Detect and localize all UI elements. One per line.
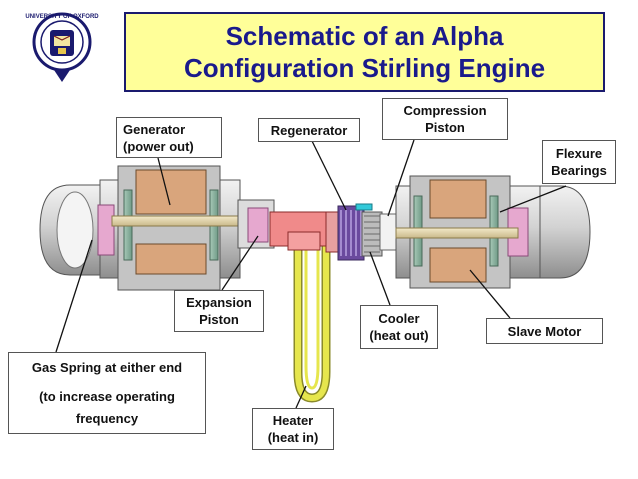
label-compression-line-2: Piston: [425, 120, 465, 135]
heater-tube-outer: [293, 246, 331, 403]
gas-spring-leader: [55, 239, 93, 353]
heater-tube-inner: [295, 246, 329, 402]
label-expansion-line-2: Piston: [199, 312, 239, 327]
label-gas-spring-line-3: frequency: [75, 410, 139, 426]
label-heater-line-2: (heat in): [267, 430, 319, 445]
cooler-water-port: [355, 203, 373, 211]
compression-piston-leader: [387, 139, 415, 217]
title-box: Schematic of an Alpha Configuration Stir…: [124, 12, 605, 92]
university-crest: UNIVERSITY OF OXFORD: [25, 12, 99, 82]
label-gas-spring: Gas Spring at either end (to increase op…: [8, 352, 206, 434]
leader-lines: [55, 139, 567, 409]
expansion-piston: [247, 207, 269, 243]
flexure-bearings-leader: [499, 185, 567, 213]
right-engine-unit: [395, 175, 591, 289]
regenerator-leader: [311, 140, 347, 211]
label-flexure-line-2: Bearings: [551, 163, 607, 178]
label-slave-motor-line-1: Slave Motor: [507, 323, 582, 339]
label-flexure-bearings: Flexure Bearings: [542, 140, 616, 184]
expansion-piston-leader: [221, 235, 259, 291]
label-generator-line-1: Generator: [123, 121, 186, 137]
slave-motor-magnet-top: [429, 179, 487, 219]
title-line-2: Configuration Stirling Engine: [183, 53, 546, 83]
label-gas-spring-line-2: (to increase operating: [39, 389, 175, 405]
cooler-fins: [364, 215, 380, 253]
label-cooler: Cooler (heat out): [360, 305, 438, 349]
generator-magnet-top: [135, 169, 207, 215]
regenerator-mesh: [340, 210, 362, 256]
heater-tube-2: [304, 246, 320, 390]
right-piston-rod: [395, 227, 519, 239]
label-gas-spring-line-1: Gas Spring at either end: [31, 360, 183, 376]
hot-head-cap: [287, 231, 321, 251]
heater-leader: [295, 385, 307, 409]
regenerator-cooler-section: [325, 203, 399, 261]
compression-piston: [379, 213, 399, 251]
left-gas-spring-piston: [97, 204, 115, 256]
label-cooler-line-2: (heat out): [369, 328, 429, 343]
label-expansion-line-1: Expansion: [186, 295, 252, 310]
generator-magnet-bottom: [135, 243, 207, 275]
slave-motor-magnet-bottom: [429, 247, 487, 283]
slave-motor-leader: [469, 269, 511, 319]
label-regenerator-line-1: Regenerator: [270, 122, 348, 138]
right-gas-spring-dome: [539, 185, 591, 279]
label-generator: Generator (power out): [116, 117, 222, 158]
generator-leader: [157, 157, 171, 206]
label-slave-motor: Slave Motor: [486, 318, 603, 344]
left-engine-unit: [39, 165, 275, 291]
label-compression-line-1: Compression: [403, 103, 487, 118]
label-expansion-piston: Expansion Piston: [174, 290, 264, 332]
label-generator-line-2: (power out): [123, 138, 194, 154]
left-dome-opening: [56, 191, 94, 269]
label-compression-piston: Compression Piston: [382, 98, 508, 140]
title-line-1: Schematic of an Alpha: [225, 21, 504, 51]
cooler-leader: [369, 251, 391, 306]
label-flexure-line-1: Flexure: [555, 146, 603, 161]
label-regenerator: Regenerator: [258, 118, 360, 142]
label-heater-line-1: Heater: [272, 413, 314, 428]
crest-ring-text: UNIVERSITY OF OXFORD: [25, 14, 99, 20]
label-heater: Heater (heat in): [252, 408, 334, 450]
label-cooler-line-1: Cooler: [378, 311, 420, 326]
hot-section: [269, 211, 333, 403]
